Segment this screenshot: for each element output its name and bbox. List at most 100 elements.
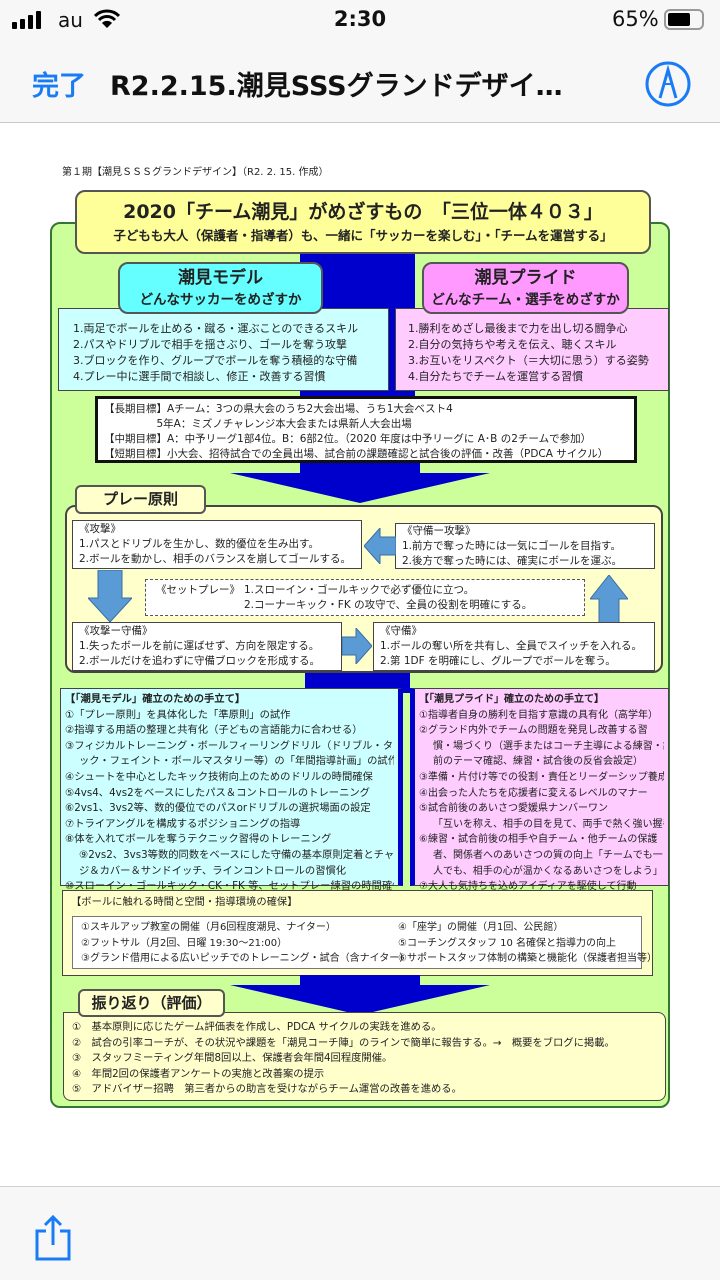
model-item: 4.プレー中に選手間で相談し、修正・改善する習慣 <box>73 370 326 383</box>
att-to-def-line: 1.失ったボールを前に運ばせず、方向を限定する。 <box>79 640 320 652</box>
down-arrow-big <box>230 463 490 503</box>
pride-steps-box: 【「潮見プライド」確立のための手立て】 ①指導者自身の勝利を目指す意識の具有化（… <box>410 688 669 892</box>
model-step: ②指導する用語の整理と共有化（子どもの言語能力に合わせる） <box>65 724 363 737</box>
pride-heading: 潮見プライド どんなチーム・選手をめざすか <box>422 262 629 314</box>
defense-line: 2.第 1DF を明確にし、グループでボールを奪う。 <box>380 655 616 667</box>
model-title: 潮見モデル <box>178 268 263 288</box>
model-step-list: ①「プレー原則」を具体化した「準原則」の試作 ②指導する用語の整理と共有化（子ども… <box>65 708 394 895</box>
attack-line: 2.ボールを動かし、相手のバランスを崩してゴールする。 <box>79 553 351 565</box>
model-heading: 潮見モデル どんなサッカーをめざすか <box>118 262 323 314</box>
defense-line: 《守備》 <box>380 625 422 637</box>
pride-subtitle: どんなチーム・選手をめざすか <box>431 292 620 308</box>
review-item: ① 基本原則に応じたゲーム評価表を作成し、PDCA サイクルの実践を進める。 <box>72 1021 442 1033</box>
environment-item: ①スキルアップ教室の開催（月6回程度潮見、ナイター） <box>81 922 336 933</box>
share-icon[interactable] <box>34 1215 72 1261</box>
pride-step: ⑦大人も気持ちを込めアイディアを駆使して行動 <box>419 881 637 893</box>
pride-item-list: 1.勝利をめざし最後まで力を出し切る闘争心 2.自分の気持ちや考えを伝え、聴くスキ… <box>408 321 668 385</box>
model-subtitle: どんなサッカーをめざすか <box>139 292 302 308</box>
setplay-box: 《セットプレー》 1.スローイン・ゴールキックで必ず優位に立つ。 2.コーナーキッ… <box>145 579 585 616</box>
model-item: 2.パスやドリブルで相手を揺さぶり、ゴールを奪う攻撃 <box>73 338 348 351</box>
model-step: ⑥2vs1、3vs2等、数的優位でのパスorドリブルの選択場面の設定 <box>65 802 371 815</box>
attack-line-list: 《攻撃》 1.パスとドリブルを生かし、数的優位を生み出す。 2.ボールを動かし、相手… <box>79 522 355 567</box>
environment-item: ⑤コーチングスタッフ 10 名確保と指導力の向上 <box>398 937 617 949</box>
environment-title: 【ボールに触れる時間と空間・指導環境の確保】 <box>71 896 298 908</box>
down-arrow-big-2 <box>230 975 490 1015</box>
def-to-att-line: 1.前方で奪った時には一気にゴールを目指す。 <box>402 540 621 552</box>
goal-line: 5年A：ミズノチャレンジ本大会または県新人大会出場 <box>104 418 412 430</box>
review-label: 振り返り（評価） <box>78 989 225 1017</box>
setplay-line-list: 1.スローイン・ゴールキックで必ず優位に立つ。 2.コーナーキック・FK の攻守で… <box>244 583 532 613</box>
review-item-list: ① 基本原則に応じたゲーム評価表を作成し、PDCA サイクルの実践を進める。 ② … <box>72 1020 657 1098</box>
goals-box: 【長期目標】Aチーム：3つの県大会のうち2大会出場、うち1大会ベスト4 5年A：… <box>95 396 637 463</box>
left-arrow <box>364 528 396 564</box>
model-step: ⑩スローイン・ゴールキック・CK・FK 等、セットプレー練習の時間確保 <box>65 880 394 893</box>
markup-pen-icon[interactable] <box>644 60 692 108</box>
status-bar: au 2:30 65% <box>0 0 720 40</box>
def-to-att-line: 《守備ー攻撃》 <box>402 525 476 537</box>
attack-line: 1.パスとドリブルを生かし、数的優位を生み出す。 <box>79 538 319 550</box>
bottom-toolbar <box>0 1186 720 1280</box>
nav-bar: 完了 R2.2.15.潮見SSSグランドデザイ… <box>0 40 720 123</box>
pride-step: ①指導者自身の勝利を目指す意識の具有化（高学年） <box>419 709 658 721</box>
environment-item: ②フットサル（月2回、日曜 19:30～21:00） <box>81 937 288 949</box>
model-step: ⑨2vs2、3vs3等数的同数をベースにした守備の基本原則定着とチャレン <box>79 848 394 861</box>
carrier: au <box>58 8 83 32</box>
wifi-icon <box>94 9 120 28</box>
environment-item-list: ④「座学」の開催（月1回、公民館） ⑤コーチングスタッフ 10 名確保と指導力の向… <box>398 920 657 967</box>
signal-icon <box>12 11 41 29</box>
pride-item: 1.勝利をめざし最後まで力を出し切る闘争心 <box>408 322 628 335</box>
setplay-line: 1.スローイン・ゴールキックで必ず優位に立つ。 <box>244 584 475 596</box>
pride-item: 2.自分の気持ちや考えを伝え、聴くスキル <box>408 338 617 351</box>
right-arrow <box>342 628 372 664</box>
title-box: 2020「チーム潮見」がめざすもの 「三位一体４０３」 子どもも大人（保護者・指… <box>75 190 651 254</box>
review-item: ② 試合の引率コーチが、その状況や課題を「潮見コーチ陣」のラインで簡単に報告する… <box>72 1036 615 1049</box>
model-step: ⑤4vs4、4vs2をベースにしたパス＆コントロールのトレーニング <box>65 786 370 799</box>
model-item-list: 1.両足でボールを止める・蹴る・運ぶことのできるスキル 2.パスやドリブルで相手を… <box>73 321 388 385</box>
defense-line: 1.ボールの奪い所を共有し、全員でスイッチを入れる。 <box>380 640 643 652</box>
pride-step: 人でも、相手の心が温かくなるあいさつをしよう」 <box>433 865 663 877</box>
pride-step: ⑥練習・試合前後の相手や自チーム・他チームの保護 <box>419 834 658 846</box>
main-title: 2020「チーム潮見」がめざすもの 「三位一体４０３」 <box>123 201 603 223</box>
play-principles-label: プレー原則 <box>75 485 206 514</box>
def-to-att-line-list: 《守備ー攻撃》1.前方で奪った時には一気にゴールを目指す。2.後方で奪った時には… <box>402 524 648 569</box>
setplay-label: 《セットプレー》 <box>156 584 240 596</box>
model-steps-title: 【「潮見モデル」確立のための手立て】 <box>65 693 246 705</box>
model-step: ④シュートを中心としたキック技術向上のためのドリルの時間確保 <box>65 770 373 783</box>
model-list: 1.両足でボールを止める・蹴る・運ぶことのできるスキル 2.パスやドリブルで相手を… <box>58 308 389 391</box>
pride-item: 3.お互いをリスペクト（＝大切に思う）する姿勢 <box>408 354 649 367</box>
pride-steps-title: 【「潮見プライド」確立のための手立て】 <box>419 694 604 705</box>
pride-step-list: ①指導者自身の勝利を目指す意識の具有化（高学年） ②グランド内外でチームの問題を発… <box>419 708 664 895</box>
pride-title: 潮見プライド <box>474 268 577 288</box>
model-steps-box: 【「潮見モデル」確立のための手立て】 ①「プレー原則」を具体化した「準原則」の試… <box>60 688 403 892</box>
pride-step: ②グランド内外でチームの問題を発見し改善する習 <box>419 725 648 737</box>
pride-step: 慣・場づくり（選手またはコーチ主導による練習・試合 <box>433 740 664 752</box>
model-step: ①「プレー原則」を具体化した「準原則」の試作 <box>65 708 291 721</box>
environment-item: ④「座学」の開催（月1回、公民館） <box>398 922 564 933</box>
defense-to-attack-box: 《守備ー攻撃》1.前方で奪った時には一気にゴールを目指す。2.後方で奪った時には… <box>395 523 655 569</box>
environment-box: 【ボールに触れる時間と空間・指導環境の確保】 ①スキルアップ教室の開催（月6回程… <box>62 890 657 976</box>
done-button[interactable]: 完了 <box>32 71 86 102</box>
attack-box: 《攻撃》 1.パスとドリブルを生かし、数的優位を生み出す。 2.ボールを動かし、相手… <box>72 520 362 569</box>
defense-line-list: 《守備》 1.ボールの奪い所を共有し、全員でスイッチを入れる。 2.第 1DF を明… <box>380 624 648 669</box>
document-page: 第１期【潮見ＳＳＳグランドデザイン】（R2. 2. 15. 作成） 2020「チ… <box>0 123 720 1186</box>
model-step: ⑧体を入れてボールを奪うテクニック習得のトレーニング <box>65 833 332 846</box>
environment-item-list: ①スキルアップ教室の開催（月6回程度潮見、ナイター） ②フットサル（月2回、日曜 … <box>81 920 409 967</box>
att-to-def-line-list: 《攻撃ー守備》 1.失ったボールを前に運ばせず、方向を限定する。 2.ボールだけを追… <box>79 624 335 669</box>
pride-list: 1.勝利をめざし最後まで力を出し切る闘争心 2.自分の気持ちや考えを伝え、聴くスキ… <box>395 308 669 391</box>
att-to-def-line: 2.ボールだけを追わずに守備ブロックを形成する。 <box>79 655 321 667</box>
pride-step: 「互いを称え、相手の目を見て、両手で熱く強い握手」 <box>433 818 664 830</box>
pride-step: ③準備・片付け等での役割・責任とリーダーシップ養成 <box>419 771 664 783</box>
setplay-line: 2.コーナーキック・FK の攻守で、全員の役割を明確にする。 <box>244 599 533 611</box>
pride-item: 4.自分たちでチームを運営する習慣 <box>408 370 584 383</box>
att-to-def-line: 《攻撃ー守備》 <box>79 625 153 637</box>
battery-percent: 65% <box>612 7 659 31</box>
document-title: R2.2.15.潮見SSSグランドデザイ… <box>110 71 563 102</box>
attack-line: 《攻撃》 <box>79 523 121 535</box>
pride-step: 前のテーマ確認、練習・試合後の反省会設定） <box>433 756 643 768</box>
model-item: 1.両足でボールを止める・蹴る・運ぶことのできるスキル <box>73 322 359 335</box>
model-step: ③フィジカルトレーニング・ボールフィーリングドリル（ドリブル・ターンテクニ <box>65 739 394 752</box>
environment-item: ⑥サポートスタッフ体制の構築と機能化（保護者担当等） <box>398 953 657 964</box>
main-subtitle: 子どもも大人（保護者・指導者）も、一緒に「サッカーを楽しむ」・「チームを運営する… <box>113 228 613 243</box>
model-item: 3.ブロックを作り、グループでボールを奪う積極的な守備 <box>73 354 358 367</box>
goal-line: 【中期目標】A：中予リーグ1部4位。B：6部2位。（2020 年度は中予リーグに… <box>104 433 592 445</box>
